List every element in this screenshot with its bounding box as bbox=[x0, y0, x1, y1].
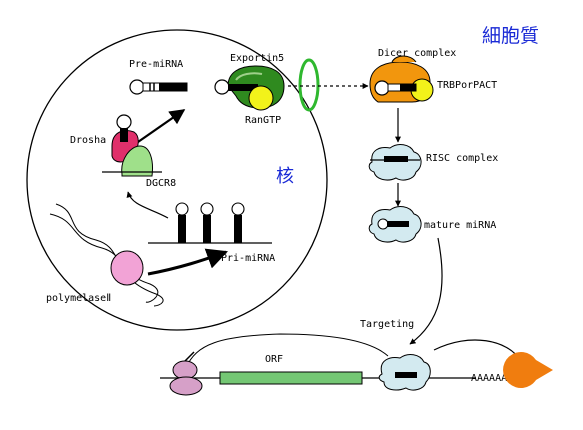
drosha-dgcr8-complex bbox=[102, 114, 162, 177]
orf-box bbox=[219, 371, 363, 385]
mature-mirna-label: mature miRNA bbox=[424, 220, 496, 231]
risc-on-target bbox=[378, 354, 431, 391]
pri-mirna-label: Pri-miRNA bbox=[221, 253, 275, 264]
targeting-label: Targeting bbox=[360, 319, 414, 330]
nucleus-label: 核 bbox=[276, 166, 294, 187]
mature-mirna-risc bbox=[368, 206, 422, 243]
drosha-label: Drosha bbox=[70, 135, 106, 146]
repression-bar bbox=[183, 351, 195, 363]
rangtp-label: RanGTP bbox=[245, 115, 281, 126]
dgcr8-label: DGCR8 bbox=[146, 178, 176, 189]
rangtp-ball bbox=[248, 85, 274, 111]
arrow-transcription bbox=[147, 248, 228, 276]
pre-mirna-label: Pre-miRNA bbox=[129, 59, 183, 70]
pre-mirna-hairpin bbox=[129, 79, 188, 95]
repression-curve bbox=[185, 333, 389, 369]
dicer-complex bbox=[369, 55, 434, 103]
degradation-arrow bbox=[433, 339, 521, 361]
nucleus-boundary bbox=[26, 29, 328, 331]
trbp-label: TRBPorPACT bbox=[437, 80, 497, 91]
dicer-complex-label: Dicer complex bbox=[378, 48, 456, 59]
orf-label: ORF bbox=[265, 354, 283, 365]
exportin5-complex bbox=[214, 65, 285, 111]
arrow-drosha-to-pre-mirna bbox=[137, 109, 186, 143]
polymerase-label: polymelaseⅡ bbox=[46, 293, 111, 304]
targeting-arrow bbox=[409, 237, 443, 345]
polya-label: AAAAAAAAA bbox=[471, 373, 525, 384]
exportin5-label: Exportin5 bbox=[230, 53, 284, 64]
pri-mirna bbox=[148, 202, 272, 244]
exonuclease-pacman bbox=[503, 352, 553, 388]
risc-complex-label: RISC complex bbox=[426, 153, 498, 164]
arrow-pri-to-drosha bbox=[126, 191, 169, 219]
ribosome bbox=[169, 360, 203, 396]
cytoplasm-label: 細胞質 bbox=[482, 25, 539, 47]
nuclear-pore bbox=[298, 58, 320, 112]
polymerase-ii bbox=[110, 250, 144, 286]
risc-complex bbox=[368, 144, 422, 181]
